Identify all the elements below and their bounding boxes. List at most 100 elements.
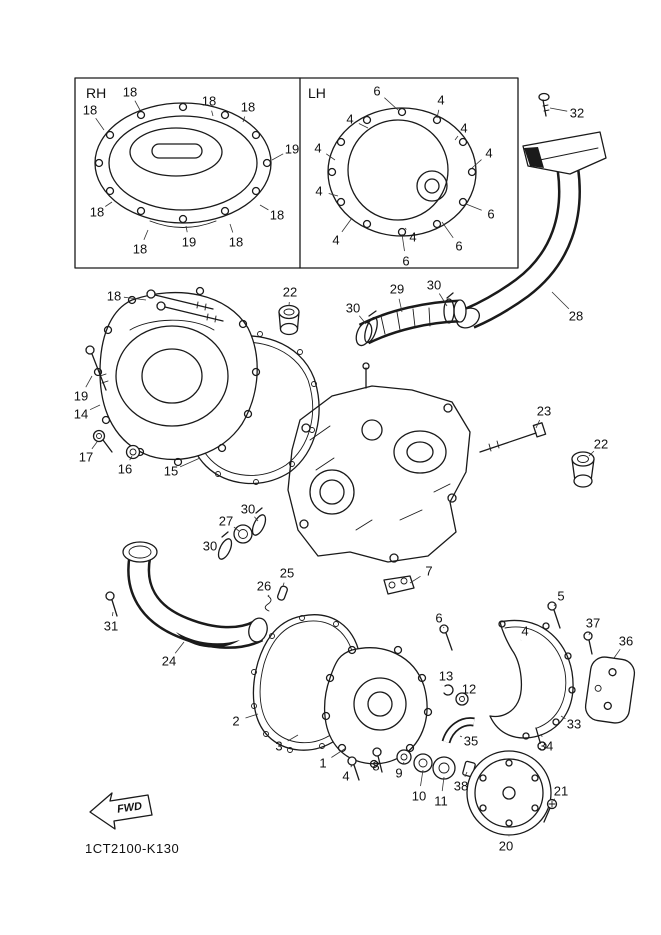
bolt-31-drawing [105,591,118,617]
bolt-17-drawing [92,429,113,453]
callout-18: 18 [241,100,255,115]
callout-8: 8 [372,759,379,774]
bolt-23-drawing [479,422,547,453]
callout-leader-30 [358,315,367,325]
crankcase-block-drawing [287,362,471,563]
callout-37: 37 [586,616,600,631]
washer-9-drawing [396,749,412,765]
callout-5: 5 [557,589,564,604]
callout-30: 30 [203,539,217,554]
cover-14-drawing [93,286,261,467]
ring-27-drawing [233,524,253,544]
callout-38: 38 [454,779,468,794]
cover-33-drawing [489,619,576,740]
callout-22: 22 [594,437,608,452]
hose-29-drawing [355,292,467,347]
callout-4: 4 [521,624,528,639]
callout-leader-37 [588,632,591,636]
callout-leader-4 [436,109,440,119]
callout-21: 21 [554,784,568,799]
plate-36-drawing [584,656,636,724]
callout-15: 15 [164,464,178,479]
callout-3: 3 [275,739,282,754]
callout-leader-18 [134,100,141,111]
callout-4: 4 [409,230,416,245]
callout-leader-38 [464,771,468,777]
callout-36: 36 [619,634,633,649]
callout-leader-5 [553,603,556,607]
callout-6: 6 [455,239,462,254]
callout-leader-32 [549,107,568,112]
callout-leader-12 [462,695,465,698]
callout-4: 4 [346,112,353,127]
fwd-arrow-icon: FWD [89,792,153,830]
callout-leader-25 [282,582,285,587]
bolts-18-drawing [146,289,224,323]
callout-24: 24 [162,654,176,669]
callout-leader-6 [384,97,399,111]
ring-12-drawing [455,692,469,706]
bolt-6-drawing [439,624,453,651]
bolt-37-drawing [583,631,593,655]
callout-leader-1 [331,747,347,758]
screw-21-drawing [543,798,558,823]
clip-13-drawing [443,684,454,696]
air-duct-24-drawing [122,541,268,649]
callout-33: 33 [567,717,581,732]
callout-6: 6 [435,611,442,626]
lh-cover-drawing [327,107,477,237]
callout-23: 23 [537,404,551,419]
callout-19: 19 [182,235,196,250]
callout-18: 18 [270,208,284,223]
bolt-8-drawing [372,747,383,773]
callout-leader-36 [613,648,621,659]
callout-20: 20 [499,839,513,854]
callout-leader-18 [95,117,105,131]
callout-18: 18 [229,235,243,250]
callout-6: 6 [402,254,409,269]
callout-leader-19 [271,153,284,161]
callout-leader-35 [459,735,463,738]
callout-18: 18 [90,205,104,220]
callout-leader-18 [242,116,246,123]
ring-11-drawing [432,756,456,780]
callout-34: 34 [539,739,553,754]
callout-leader-14 [89,404,101,411]
callout-4: 4 [315,184,322,199]
callout-leader-4 [358,123,369,129]
washer-16-drawing [125,444,141,460]
callout-leader-22 [588,450,595,457]
callout-25: 25 [280,566,294,581]
callout-leader-11 [441,776,445,792]
callout-6: 6 [373,84,380,99]
callout-leader-4 [341,217,353,233]
callout-18: 18 [133,242,147,257]
callout-leader-23 [535,419,541,429]
callout-22: 22 [283,285,297,300]
callout-leader-21 [552,798,556,802]
callout-12: 12 [462,682,476,697]
callout-11: 11 [434,794,448,809]
lh-label: LH [308,85,326,101]
callout-leader-6 [441,221,454,239]
callout-leader-4 [404,227,407,230]
callout-leader-19 [185,225,188,233]
cover-1-drawing [321,645,433,769]
callout-leader-4 [328,193,339,197]
callout-7: 7 [425,564,432,579]
callout-leader-31 [112,611,114,617]
callout-leader-19 [85,375,93,388]
callout-30: 30 [241,502,255,517]
callout-4: 4 [342,769,349,784]
callout-leader-30 [254,516,259,522]
callout-31: 31 [104,619,118,634]
callout-leader-34 [540,733,543,737]
callout-18: 18 [202,94,216,109]
callout-35: 35 [464,734,478,749]
bolt-19-drawing [85,345,109,391]
callout-32: 32 [570,106,584,121]
callout-1: 1 [319,756,326,771]
plug-22-right-drawing [571,451,595,488]
callout-leader-26 [268,594,270,597]
